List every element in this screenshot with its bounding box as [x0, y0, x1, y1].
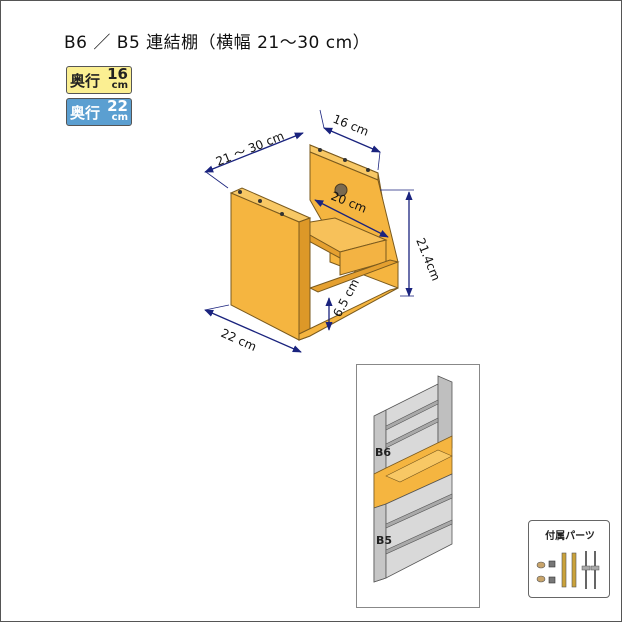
- depth-label: 奥行: [70, 104, 101, 122]
- b5-unit: B5: [373, 473, 453, 583]
- included-parts-box[interactable]: 付属パーツ: [528, 520, 610, 598]
- height-label: 21.4cm: [413, 236, 443, 283]
- depth-unit: cm: [111, 80, 128, 91]
- parts-title: 付属パーツ: [545, 531, 595, 542]
- top-depth-label: 16 cm: [331, 112, 371, 139]
- depth-16cm-badge[interactable]: 奥行 16 cm: [66, 66, 132, 94]
- depth-label: 奥行: [70, 72, 101, 90]
- page-title: B6 ／ B5 連結棚（横幅 21～30 cm）: [64, 33, 371, 53]
- depth-unit: cm: [111, 112, 128, 123]
- b6-label: B6: [375, 446, 391, 459]
- width-range-label: 21 ～ 30 cm: [214, 129, 286, 169]
- dimension-lines: [204, 109, 414, 353]
- depth-number: 16: [107, 65, 128, 83]
- hardware-parts-icon: [536, 551, 600, 589]
- b5-label: B5: [376, 534, 392, 547]
- depth-number: 22: [107, 97, 128, 115]
- front-panel: [229, 148, 399, 341]
- depth-22cm-badge[interactable]: 奥行 22 cm: [66, 98, 132, 126]
- assembly-illustration[interactable]: B6 B5: [356, 364, 480, 608]
